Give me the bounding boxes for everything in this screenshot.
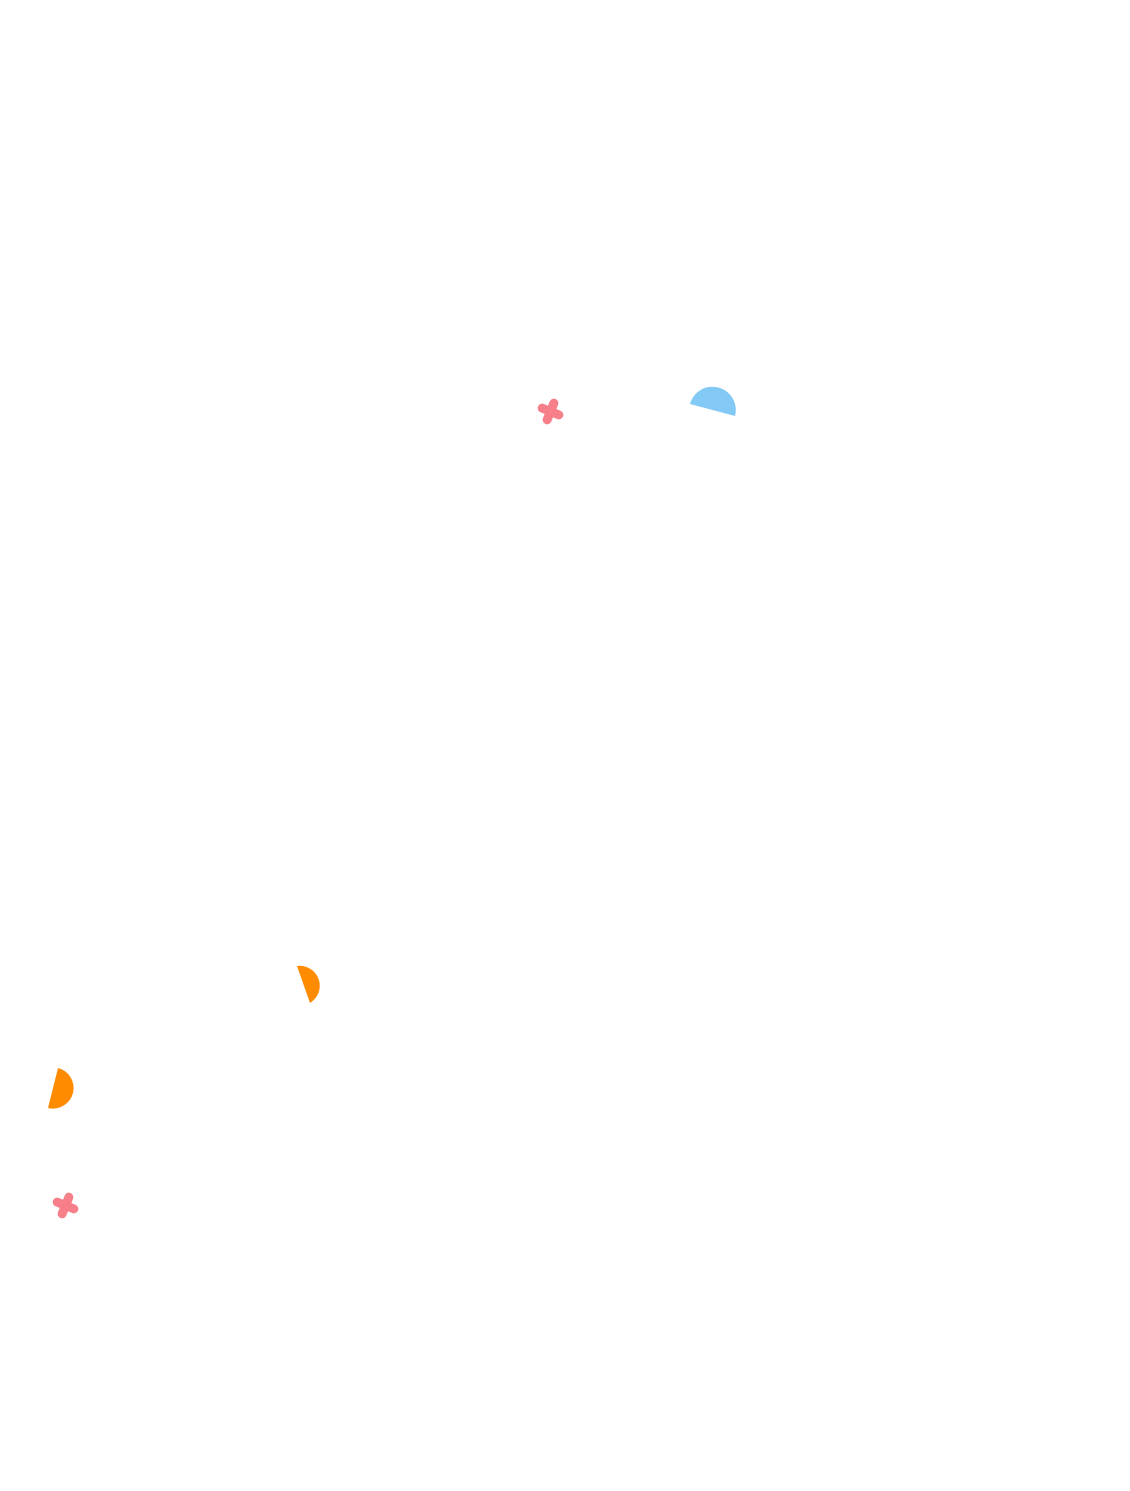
half-circle-icon — [297, 965, 320, 1003]
half-circle-icon — [690, 386, 736, 416]
plus-icon — [52, 1192, 79, 1219]
half-circle-icon — [48, 1068, 74, 1109]
plus-icon — [537, 398, 564, 425]
